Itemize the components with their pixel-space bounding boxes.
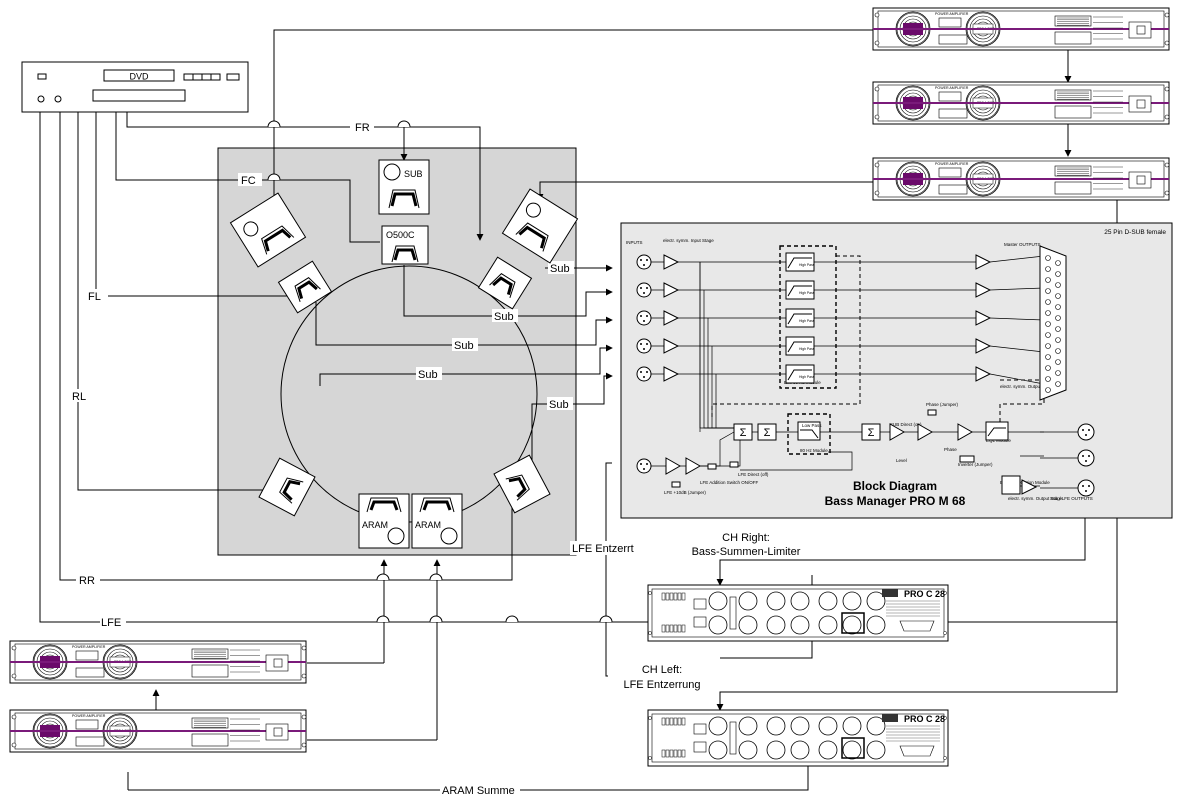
dsub-pin	[1056, 371, 1061, 376]
inverter-label: Inverter (Jumper)	[958, 462, 993, 467]
high-pass-label: High Pass	[799, 375, 815, 379]
dvd-label: DVD	[129, 72, 149, 82]
ch-right-line1: CH Right:	[722, 532, 770, 544]
label-rl: RL	[72, 391, 86, 403]
block-diagram-title: Block Diagram	[853, 479, 937, 493]
aram-speaker-left: ARAM	[359, 494, 409, 548]
dsub-pin	[1046, 366, 1051, 371]
level-label: Level	[896, 458, 907, 463]
svg-text:Σ: Σ	[764, 427, 771, 439]
aram-speaker-right: ARAM	[412, 494, 462, 548]
master-outputs-label: Master OUTPUTS	[1004, 242, 1041, 247]
ch-right-line2: Bass-Summen-Limiter	[692, 546, 801, 558]
center-speaker: O500C	[382, 226, 428, 264]
label-aram-summe: ARAM Summe	[442, 785, 515, 796]
power-amplifier-aram-2: POWER AMPLIFIERPRO A 2000	[10, 710, 306, 752]
output-stage-label-2: electr. symm. Output Stage	[1008, 496, 1063, 501]
subtitle-brand: PRO M 68	[909, 494, 965, 508]
pro-c28-processor-top: PRO C 28	[648, 585, 948, 641]
label-fr: FR	[355, 122, 370, 134]
dsub-pin	[1056, 327, 1061, 332]
dsub-pin	[1056, 294, 1061, 299]
svg-text:POWER AMPLIFIER: POWER AMPLIFIER	[935, 162, 969, 166]
pro-c28-processor-bottom: PRO C 28	[648, 710, 948, 766]
dsub-pin	[1046, 289, 1051, 294]
dsub-pin	[1046, 256, 1051, 261]
label-fl: FL	[88, 291, 101, 303]
bass-manager-block-diagram: 25 Pin D-SUB female INPUTS electr. symm.…	[621, 223, 1172, 518]
bd-lfe-input	[637, 459, 651, 473]
dsub-pin	[1046, 311, 1051, 316]
svg-text:POWER AMPLIFIER: POWER AMPLIFIER	[935, 12, 969, 16]
proc-brand: PRO C 28	[904, 589, 945, 599]
lfe-direct-label: LFE Direct (off)	[738, 472, 769, 477]
dsub-pin	[1056, 272, 1061, 277]
svg-text:POWER AMPLIFIER: POWER AMPLIFIER	[935, 86, 969, 90]
dsub-pin	[1046, 278, 1051, 283]
dvd-player: DVD	[22, 62, 248, 112]
dsub-pin	[1056, 261, 1061, 266]
dsub-pin	[1046, 322, 1051, 327]
dsub-pin	[1056, 283, 1061, 288]
lfe-jumper-label: LFE +10dB (Jumper)	[664, 490, 706, 495]
ch-left-line1: CH Left:	[642, 664, 682, 676]
dsub-pin	[1046, 267, 1051, 272]
dsub-pin	[1046, 377, 1051, 382]
label-sub-2: Sub	[494, 311, 514, 323]
sub-label: SUB	[404, 169, 423, 179]
svg-text:Σ: Σ	[740, 427, 747, 439]
dsub-pin	[1046, 333, 1051, 338]
power-amplifier-aram-1: POWER AMPLIFIERPRO A 2000	[10, 641, 306, 683]
connector-label: 25 Pin D-SUB female	[1104, 229, 1166, 236]
label-sub-1: Sub	[550, 263, 570, 275]
sub-speaker: SUB	[379, 160, 429, 214]
aram-label-1: ARAM	[362, 520, 388, 530]
label-sub-4: Sub	[418, 369, 438, 381]
dsub-pin	[1056, 360, 1061, 365]
label-rr: RR	[79, 575, 95, 587]
dsub-pin	[1046, 344, 1051, 349]
block-diagram-subtitle: Bass Manager PRO M 68	[825, 494, 966, 508]
high-pass-label: High Pass	[799, 319, 815, 323]
lfe-addition-label: LFE Addition Switch ON/OFF	[700, 480, 759, 485]
label-sub-3: Sub	[454, 340, 474, 352]
high-pass-label: High Pass	[799, 347, 815, 351]
svg-text:POWER AMPLIFIER: POWER AMPLIFIER	[72, 645, 106, 649]
label-lfe-entzerrt: LFE Entzerrt	[572, 543, 634, 555]
dsub-pin	[1056, 305, 1061, 310]
lowpass-label: Low Pass	[802, 423, 822, 428]
input-stage-label: electr. symm. Input Stage	[663, 238, 714, 243]
dsub-pin	[1056, 338, 1061, 343]
label-sub-5: Sub	[549, 399, 569, 411]
label-fc: FC	[241, 175, 256, 187]
dsub-pin	[1056, 316, 1061, 321]
dsub-connector	[1040, 246, 1066, 400]
inputs-label: INPUTS	[626, 240, 643, 245]
dsub-pin	[1046, 388, 1051, 393]
aram-label-2: ARAM	[415, 520, 441, 530]
label-lfe: LFE	[101, 617, 121, 629]
dsub-pin	[1056, 382, 1061, 387]
svg-text:Σ: Σ	[868, 427, 875, 439]
power-amplifier-top-3: POWER AMPLIFIERPRO A 2000	[873, 158, 1169, 200]
dsub-pin	[1046, 355, 1051, 360]
dsub-pin	[1046, 300, 1051, 305]
subtitle-prefix: Bass Manager	[825, 494, 910, 508]
ch-left-line2: LFE Entzerrung	[623, 679, 700, 691]
proc-brand: PRO C 28	[904, 714, 945, 724]
power-amplifier-top-2: POWER AMPLIFIERPRO A 2000	[873, 82, 1169, 124]
center-label: O500C	[386, 230, 415, 240]
high-pass-label: High Pass	[799, 263, 815, 267]
phase-jumper-label: Phase (Jumper)	[926, 402, 959, 407]
high-pass-label: High Pass	[799, 291, 815, 295]
svg-text:POWER AMPLIFIER: POWER AMPLIFIER	[72, 714, 106, 718]
lowpass-module-label: 80 Hz Module	[800, 448, 828, 453]
phase-label: Phase	[944, 447, 957, 452]
dsub-pin	[1056, 349, 1061, 354]
power-amplifier-top-1: POWER AMPLIFIERPRO A 2000	[873, 8, 1169, 50]
